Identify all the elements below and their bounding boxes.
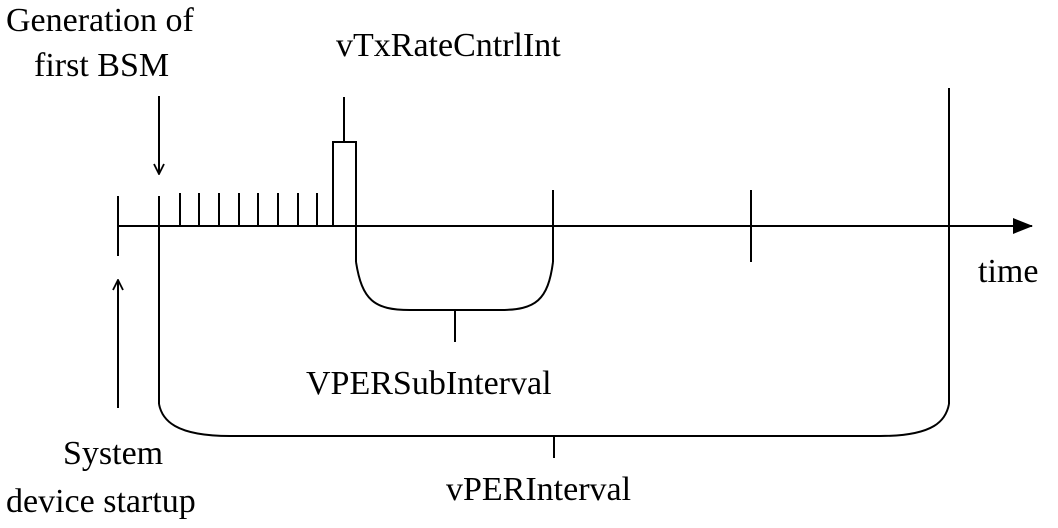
sub-interval-label: VPERSubInterval	[306, 365, 552, 402]
bsm-ticks	[179, 184, 334, 226]
sub-interval-brace	[355, 261, 554, 311]
system-label-line2: device startup	[6, 483, 196, 520]
tx-rate-label: vTxRateCntrlInt	[336, 27, 561, 64]
time-label: time	[978, 253, 1038, 290]
system-label-line1: System	[63, 435, 163, 472]
generation-label-line2: first BSM	[34, 47, 169, 84]
generation-label-line1: Generation of	[6, 2, 195, 39]
per-interval-label: vPERInterval	[446, 471, 631, 508]
interval-brace	[158, 403, 950, 437]
tx-rate-bracket	[332, 141, 357, 190]
